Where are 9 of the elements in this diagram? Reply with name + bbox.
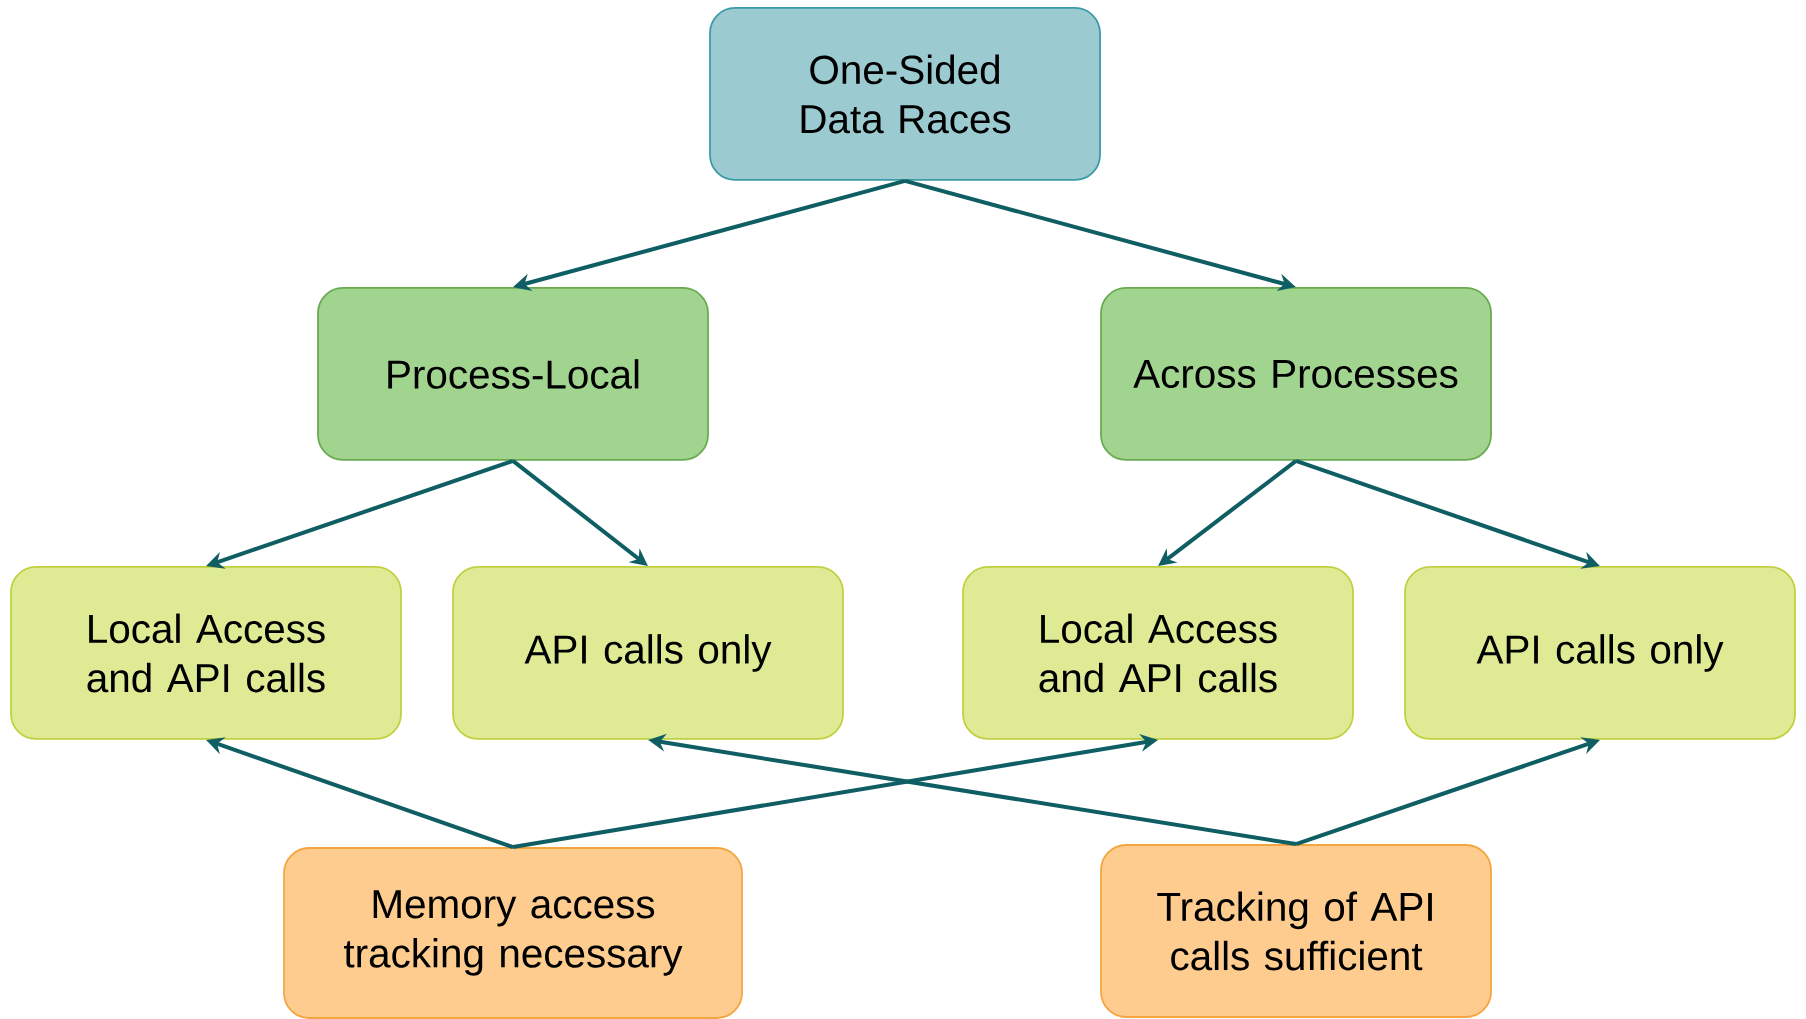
category-box: Across Processes <box>1100 287 1492 461</box>
subcategory-box: Local Access and API calls <box>10 566 402 740</box>
conclusion-box: Tracking of API calls sufficient <box>1100 844 1492 1018</box>
subcategory-box: API calls only <box>452 566 844 740</box>
root-box: One-Sided Data Races <box>709 7 1101 181</box>
subcategory-box: Local Access and API calls <box>962 566 1354 740</box>
subcategory-box: API calls only <box>1404 566 1796 740</box>
category-box: Process-Local <box>317 287 709 461</box>
conclusion-box: Memory access tracking necessary <box>283 847 743 1019</box>
